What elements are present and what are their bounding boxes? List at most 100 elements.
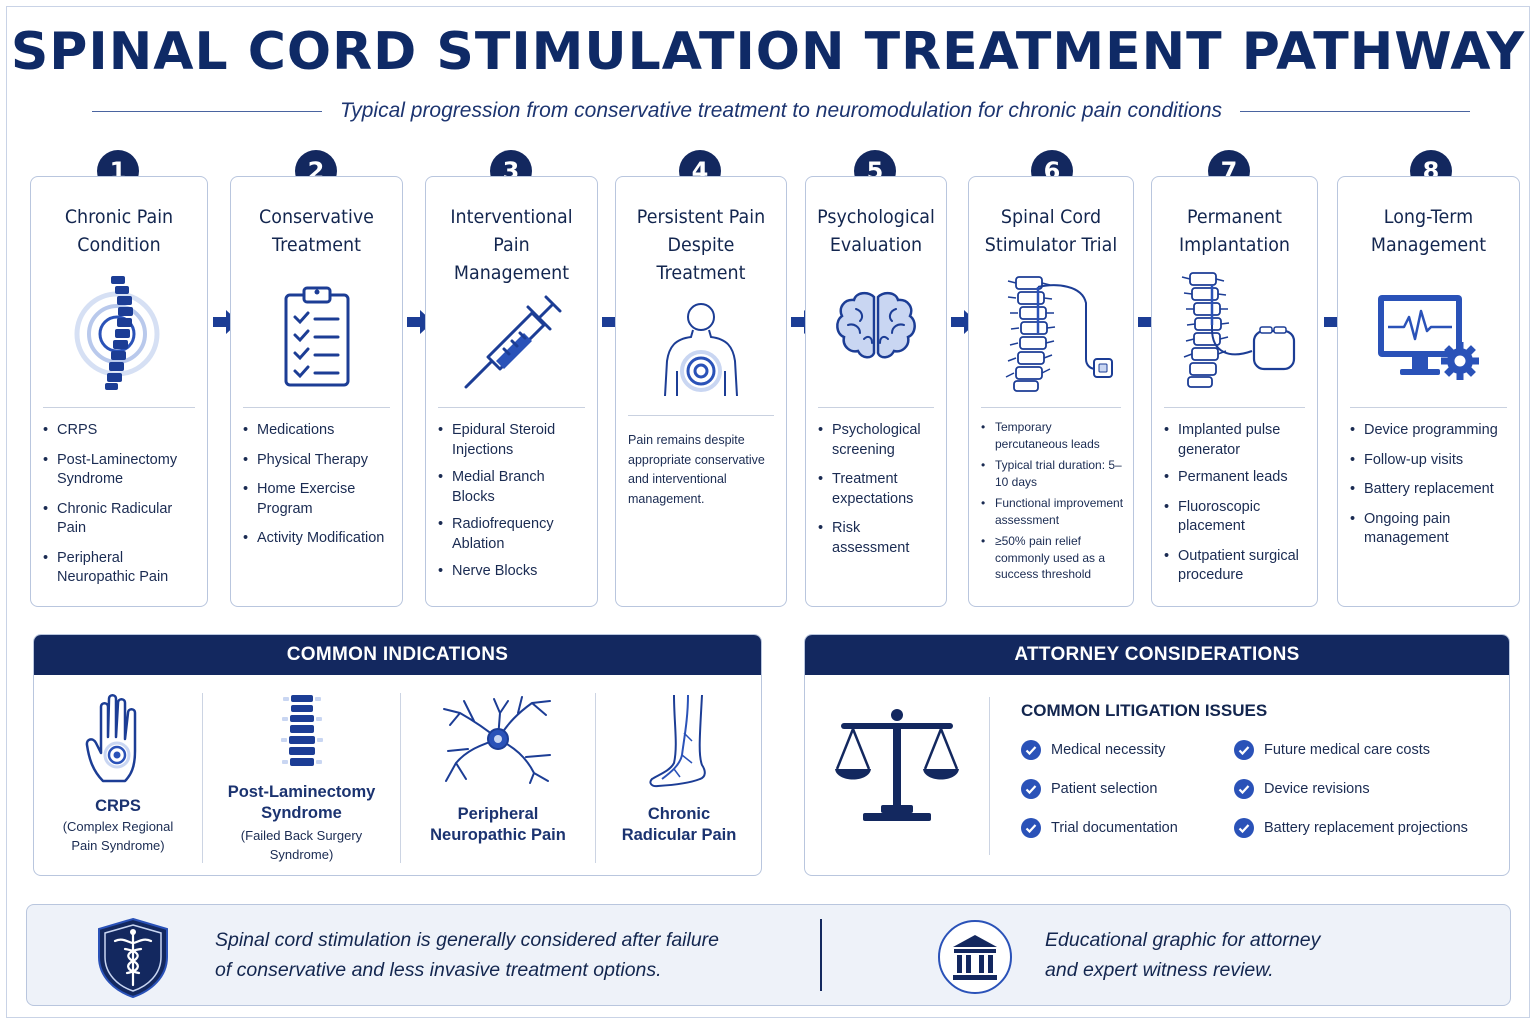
step-1-divider: [43, 407, 195, 408]
check-circle-icon: [1021, 740, 1041, 760]
step-2-card: Conservative Treatment Medications Physi…: [230, 176, 403, 607]
common-indications-header: COMMON INDICATIONS: [34, 635, 761, 675]
step-6-card: Spinal Cord Stimulator Trial Temporary p…: [968, 176, 1134, 607]
litigation-issue-label: Battery replacement projections: [1264, 820, 1468, 836]
indication-post-laminectomy-title-line1: Post-Laminectomy: [227, 783, 376, 801]
step-3-card: Interventional Pain Management Epidural …: [425, 176, 598, 607]
step-3-title-line1: Interventional Pain: [450, 206, 573, 256]
hand-pain-icon: [85, 694, 137, 783]
step-6-list: Temporary percutaneous leads Typical tri…: [981, 419, 1125, 588]
list-item: Radiofrequency Ablation: [438, 515, 589, 554]
brain-icon: [836, 291, 916, 359]
step-8-divider: [1350, 407, 1507, 408]
indication-peripheral-neuropathic: Peripheral Neuropathic Pain: [401, 693, 595, 863]
step-4-title: Persistent Pain Despite Treatment: [623, 203, 779, 287]
spine-icon: [280, 695, 323, 766]
step-3-title: Interventional Pain Management: [433, 203, 590, 287]
litigation-issue: Medical necessity: [1021, 740, 1165, 760]
leg-nerve-icon: [649, 694, 706, 788]
list-item: Battery replacement: [1350, 480, 1511, 500]
step-1-title: Chronic Pain Condition: [38, 203, 200, 259]
neuron-icon: [443, 696, 551, 784]
attorney-considerations-panel: ATTORNEY CONSIDERATIONS COMMON LITIGATIO…: [804, 634, 1510, 876]
indication-post-laminectomy-sub-line2: Syndrome): [269, 847, 334, 862]
list-item: CRPS: [43, 421, 199, 441]
step-8-title: Long-Term Management: [1345, 203, 1512, 259]
litigation-issue: Trial documentation: [1021, 818, 1178, 838]
step-4-description: Pain remains despite appropriate conserv…: [628, 433, 765, 506]
indication-crps-sub-line2: Pain Syndrome): [71, 838, 165, 853]
list-item: Physical Therapy: [243, 451, 394, 471]
courthouse-icon: [938, 920, 1012, 994]
footer-right-line2: and expert witness review.: [1045, 959, 1274, 981]
list-item: Epidural Steroid Injections: [438, 421, 589, 460]
step-2-list: Medications Physical Therapy Home Exerci…: [243, 421, 394, 559]
list-item: Treatment expectations: [818, 470, 938, 509]
list-item: Activity Modification: [243, 529, 394, 549]
caduceus-shield-icon: [98, 917, 168, 999]
step-8-title-line2: Management: [1370, 234, 1487, 256]
step-3-title-line2: Management: [453, 262, 570, 284]
indication-peripheral-title-line1: Peripheral: [457, 805, 539, 823]
step-2-title-line1: Conservative: [259, 206, 374, 228]
indication-crps-sub-line1: (Complex Regional: [62, 819, 174, 834]
step-8-list: Device programming Follow-up visits Batt…: [1350, 421, 1511, 559]
indication-post-laminectomy-sub-line1: (Failed Back Surgery: [240, 828, 363, 843]
subtitle-rule-left: [92, 110, 322, 112]
list-item: Home Exercise Program: [243, 480, 394, 519]
list-item: Risk assessment: [818, 519, 938, 558]
litigation-issue-label: Device revisions: [1264, 781, 1370, 797]
step-4-card: Persistent Pain Despite Treatment Pain r…: [615, 176, 787, 607]
footer-left-line1: Spinal cord stimulation is generally con…: [215, 929, 720, 951]
step-6-divider: [981, 407, 1121, 408]
step-4-title-line1: Persistent Pain: [636, 206, 766, 228]
litigation-issue-label: Future medical care costs: [1264, 742, 1431, 758]
indication-post-laminectomy-title-line2: Syndrome: [261, 804, 342, 822]
check-circle-icon: [1021, 779, 1041, 799]
spine-implant-generator-icon: [1181, 272, 1295, 388]
step-6-title-line1: Spinal Cord: [1000, 206, 1102, 228]
attorney-considerations-header: ATTORNEY CONSIDERATIONS: [805, 635, 1509, 675]
list-item: Medial Branch Blocks: [438, 468, 589, 507]
indication-radicular-title-line2: Radicular Pain: [621, 826, 737, 844]
page-subtitle: Typical progression from conservative tr…: [339, 99, 1223, 122]
list-item: ≥50% pain relief commonly used as a succ…: [981, 533, 1125, 583]
list-item: Post-Laminectomy Syndrome: [43, 451, 199, 490]
footer-right-line1: Educational graphic for attorney: [1045, 929, 1321, 951]
step-5-divider: [818, 407, 934, 408]
page-frame: [6, 6, 1530, 1018]
indication-peripheral-title-line2: Neuropathic Pain: [430, 826, 566, 844]
litigation-issue: Device revisions: [1234, 779, 1370, 799]
list-item: Follow-up visits: [1350, 451, 1511, 471]
indication-chronic-radicular: Chronic Radicular Pain: [596, 693, 761, 863]
indication-crps-title: CRPS: [95, 797, 141, 815]
check-circle-icon: [1234, 779, 1254, 799]
spine-trial-lead-icon: [1005, 276, 1113, 392]
indication-crps: CRPS (Complex Regional Pain Syndrome): [34, 693, 202, 863]
list-item: Functional improvement assessment: [981, 495, 1125, 528]
step-1-list: CRPS Post-Laminectomy Syndrome Chronic R…: [43, 421, 199, 598]
step-3-list: Epidural Steroid Injections Medial Branc…: [438, 421, 589, 592]
footer-banner: Spinal cord stimulation is generally con…: [26, 904, 1511, 1006]
list-item: Medications: [243, 421, 394, 441]
list-item: Fluoroscopic placement: [1164, 498, 1309, 537]
list-item: Typical trial duration: 5–10 days: [981, 457, 1125, 490]
indication-divider: [202, 693, 203, 863]
list-item: Implanted pulse generator: [1164, 421, 1309, 460]
step-2-divider: [243, 407, 390, 408]
step-8-title-line1: Long-Term: [1383, 206, 1474, 228]
check-circle-icon: [1021, 818, 1041, 838]
step-1-title-line1: Chronic Pain: [64, 206, 174, 228]
step-1-card: Chronic Pain Condition CRPS Post-Laminec…: [30, 176, 208, 607]
step-1-title-line2: Condition: [77, 234, 161, 256]
list-item: Peripheral Neuropathic Pain: [43, 549, 199, 588]
step-7-title-line1: Permanent: [1186, 206, 1283, 228]
step-6-title: Spinal Cord Stimulator Trial: [976, 203, 1127, 259]
common-indications-panel: COMMON INDICATIONS CRPS (Complex Regiona…: [33, 634, 762, 876]
attorney-divider: [989, 697, 990, 855]
step-7-divider: [1164, 407, 1305, 408]
litigation-issue: Patient selection: [1021, 779, 1157, 799]
check-circle-icon: [1234, 818, 1254, 838]
litigation-issue: Future medical care costs: [1234, 740, 1430, 760]
subtitle-rule-right: [1240, 110, 1470, 112]
